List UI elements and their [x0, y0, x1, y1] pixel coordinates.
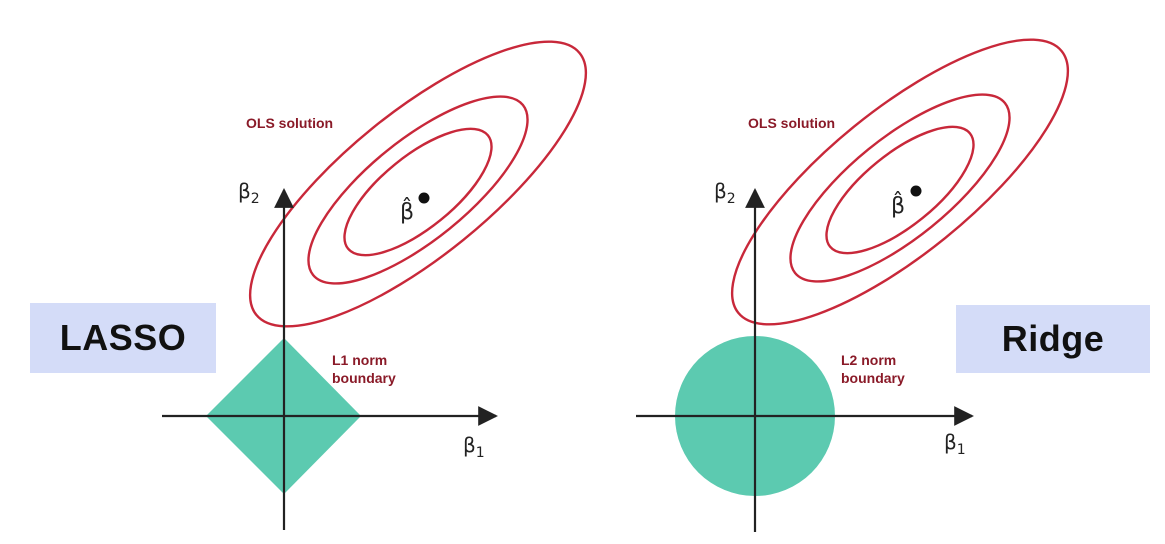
ridge-boundary-label-line2: boundary: [841, 370, 905, 386]
ridge-ols-label: OLS solution: [748, 115, 835, 131]
ridge-boundary-label-line1: L2 norm: [841, 352, 896, 368]
ridge-estimate-label: β̂: [891, 192, 905, 219]
ridge-method-badge: Ridge: [956, 305, 1150, 373]
ridge-ols-contours: [730, 38, 1070, 326]
ridge-x-axis-label: β1: [944, 430, 966, 458]
contour-ellipse-inner: [825, 125, 975, 255]
lasso-method-badge: LASSO: [30, 303, 216, 373]
contour-ellipse-outer: [730, 38, 1070, 326]
lasso-y-axis-label: β2: [238, 179, 260, 207]
lasso-y-axis-subscript: 2: [251, 191, 260, 207]
ridge-y-axis-subscript: 2: [727, 191, 736, 207]
contour-ellipse-inner: [343, 127, 493, 257]
lasso-boundary-label-line1: L1 norm: [332, 352, 387, 368]
ridge-panel: β̂ OLS solution L2 norm boundary β2 β1: [636, 38, 1070, 532]
lasso-ols-estimate-point: [418, 192, 430, 204]
lasso-x-axis-label: β1: [463, 433, 485, 461]
ridge-ols-estimate-point: [910, 185, 922, 197]
ridge-x-axis-subscript: 1: [957, 442, 966, 458]
ridge-y-axis-label: β2: [714, 179, 736, 207]
lasso-ols-label: OLS solution: [246, 115, 333, 131]
contour-ellipse-middle: [789, 93, 1011, 283]
lasso-boundary-label-line2: boundary: [332, 370, 396, 386]
ridge-method-label: Ridge: [1001, 318, 1105, 359]
lasso-panel: β̂ OLS solution L1 norm boundary β2 β1: [162, 40, 588, 530]
lasso-method-label: LASSO: [59, 317, 187, 358]
contour-ellipse-outer: [248, 40, 588, 328]
lasso-x-axis-subscript: 1: [476, 445, 485, 461]
lasso-estimate-label: β̂: [400, 198, 414, 225]
contour-ellipse-middle: [307, 95, 529, 285]
lasso-ols-contours: [248, 40, 588, 328]
